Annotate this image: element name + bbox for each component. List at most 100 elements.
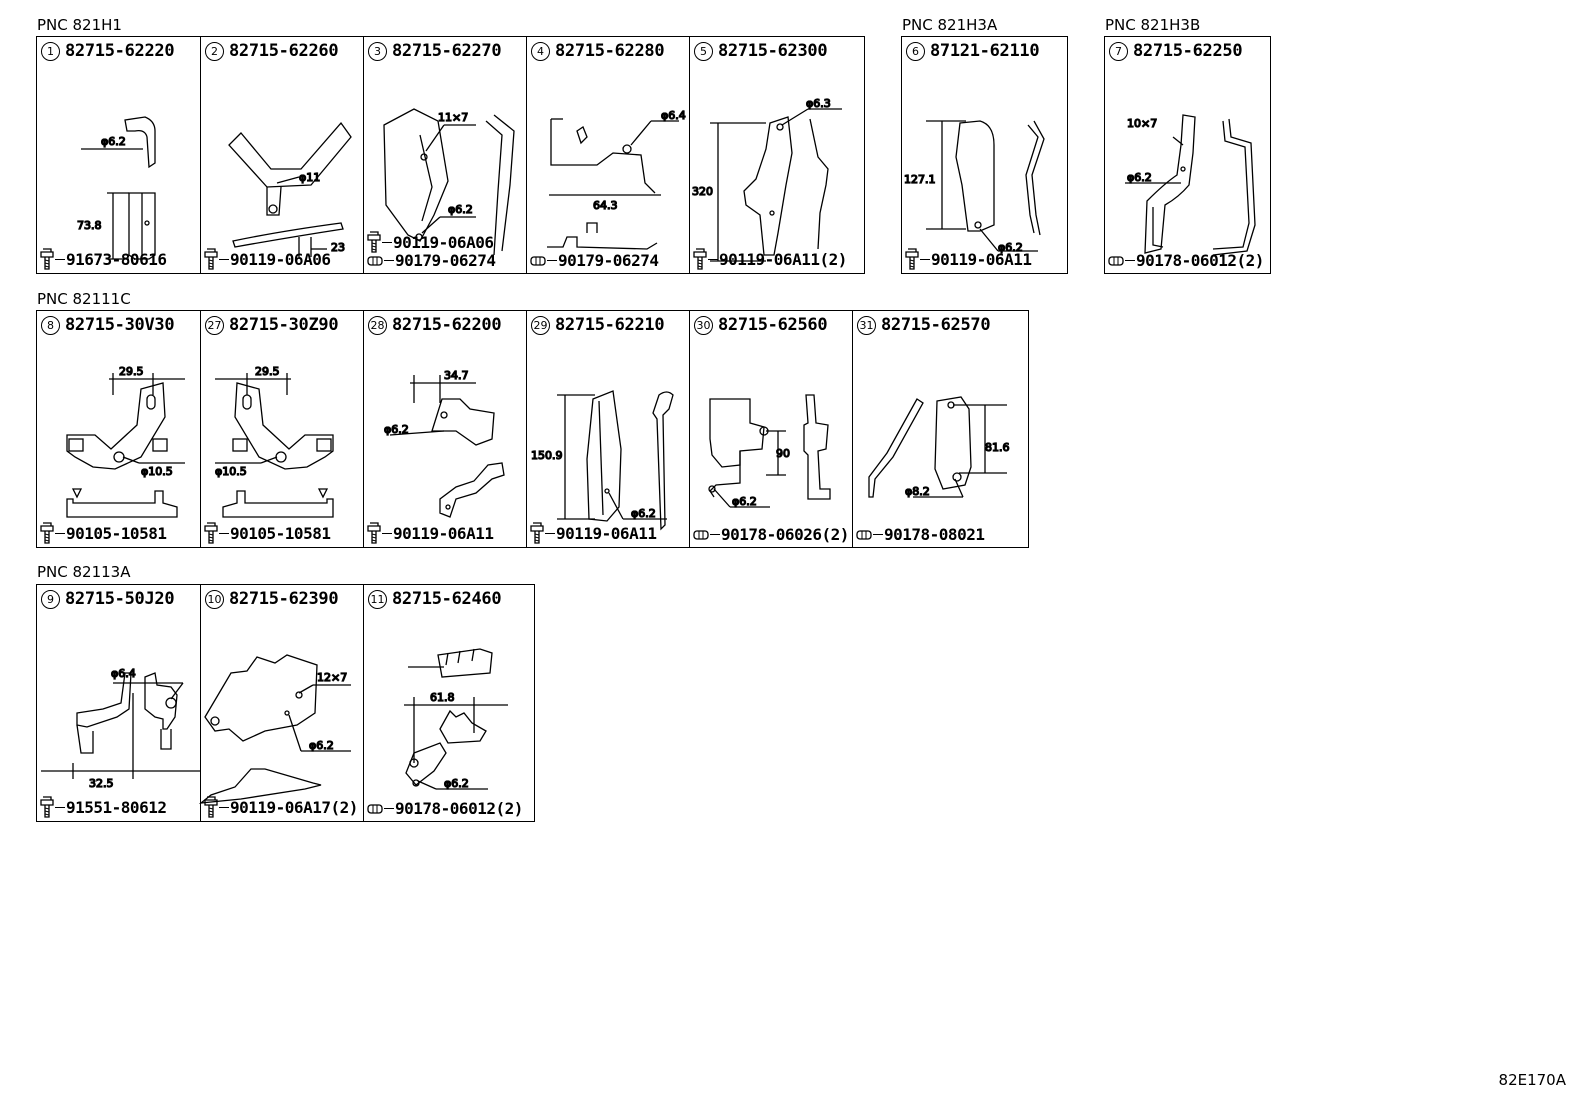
part-drawing: 320 φ6.3	[691, 96, 842, 262]
part-number[interactable]: 82715-62280	[555, 41, 665, 61]
bolt-icon	[367, 522, 381, 544]
part-number[interactable]: 82715-62220	[65, 41, 175, 61]
bolt-icon	[40, 248, 54, 270]
part-number[interactable]: 82715-62460	[392, 589, 502, 609]
fastener-part-number[interactable]: 91551-80612	[66, 797, 167, 817]
fastener-part-number[interactable]: 90178-06026(2)	[721, 525, 849, 544]
fastener-part-number[interactable]: 90119-06A11	[931, 249, 1032, 269]
part-number[interactable]: 82715-62210	[555, 315, 665, 335]
callout-number: 1	[41, 41, 60, 61]
part-drawing: 12×7φ6.2	[198, 654, 351, 804]
fastener-part-number[interactable]: 90105-10581	[230, 523, 331, 543]
callout-number: 27	[205, 315, 224, 335]
svg-text:φ6.2: φ6.2	[1127, 171, 1152, 184]
fastener-bolt: 90119-06A11	[905, 248, 1032, 270]
part-number[interactable]: 82715-30V30	[65, 315, 175, 335]
nut-icon	[530, 255, 546, 266]
diagram-code: 82E170A	[1498, 1071, 1566, 1089]
svg-text:φ6.3: φ6.3	[806, 97, 831, 110]
pnc-label-82113a: PNC 82113A	[37, 563, 131, 581]
fastener-bolt: 90119-06A11	[530, 522, 657, 544]
fastener-part-number[interactable]: 90178-06012(2)	[395, 799, 523, 818]
fastener-part-number[interactable]: 90178-08021	[884, 525, 985, 544]
callout-number: 3	[368, 41, 387, 61]
pnc-label-821h1: PNC 821H1	[37, 16, 122, 34]
pnc-label-82111c: PNC 82111C	[37, 290, 131, 308]
part-number[interactable]: 82715-62200	[392, 315, 502, 335]
fastener-bolt: 90119-06A11	[367, 522, 494, 544]
callout-number: 31	[857, 315, 876, 335]
leader-line	[873, 534, 883, 535]
bolt-icon	[530, 522, 544, 544]
part-number[interactable]: 82715-62270	[392, 41, 502, 61]
svg-text:320: 320	[692, 185, 713, 198]
fastener-nut: 90179-06274	[367, 251, 496, 270]
part-number[interactable]: 82715-62260	[229, 41, 339, 61]
part-number[interactable]: 82715-30Z90	[229, 315, 339, 335]
fastener-part-number[interactable]: 90119-06A11	[556, 523, 657, 543]
svg-text:φ6.2: φ6.2	[101, 135, 126, 148]
part-number[interactable]: 82715-62250	[1133, 41, 1243, 61]
leader-line	[920, 258, 930, 260]
fastener-part-number[interactable]: 91673-80616	[66, 249, 167, 269]
fastener-part-number[interactable]: 90119-06A06	[230, 249, 331, 269]
leader-line	[382, 532, 392, 534]
fastener-bolt: 90105-10581	[40, 522, 167, 544]
part-drawing: 10×7φ6.2	[1125, 114, 1256, 256]
part-number[interactable]: 82715-62390	[229, 589, 339, 609]
part-number[interactable]: 82715-50J20	[65, 589, 175, 609]
leader-line	[382, 241, 392, 243]
part-number[interactable]: 82715-62570	[881, 315, 991, 335]
svg-text:φ6.4: φ6.4	[111, 667, 136, 680]
fastener-part-number[interactable]: 90119-06A11(2)	[719, 249, 847, 269]
part-drawing: φ6.432.5	[41, 666, 201, 791]
callout-number: 28	[368, 315, 387, 335]
fastener-nut: 90178-06012(2)	[367, 799, 523, 818]
fastener-part-number[interactable]: 90179-06274	[558, 251, 659, 270]
fastener-part-number[interactable]: 90119-06A06	[393, 232, 494, 252]
callout-number: 4	[531, 41, 550, 61]
leader-line	[55, 532, 65, 534]
part-number[interactable]: 82715-62560	[718, 315, 828, 335]
fastener-part-number[interactable]: 90105-10581	[66, 523, 167, 543]
leader-line	[384, 260, 394, 261]
pnc-label-821h3b: PNC 821H3B	[1105, 16, 1201, 34]
fastener-part-number[interactable]: 90179-06274	[395, 251, 496, 270]
leader-line	[219, 532, 229, 534]
fastener-part-number[interactable]: 90119-06A11	[393, 523, 494, 543]
svg-text:34.7: 34.7	[444, 369, 469, 382]
leader-line	[708, 258, 718, 260]
svg-text:29.5: 29.5	[255, 365, 280, 378]
svg-text:127.1: 127.1	[904, 173, 936, 186]
fastener-part-number[interactable]: 90119-06A17(2)	[230, 797, 358, 817]
callout-number: 5	[694, 41, 713, 61]
svg-text:64.3: 64.3	[593, 199, 618, 212]
part-number[interactable]: 82715-62300	[718, 41, 828, 61]
leader-line	[710, 534, 720, 535]
fastener-part-number[interactable]: 90178-06012(2)	[1136, 251, 1264, 270]
part-number[interactable]: 87121-62110	[930, 41, 1040, 61]
